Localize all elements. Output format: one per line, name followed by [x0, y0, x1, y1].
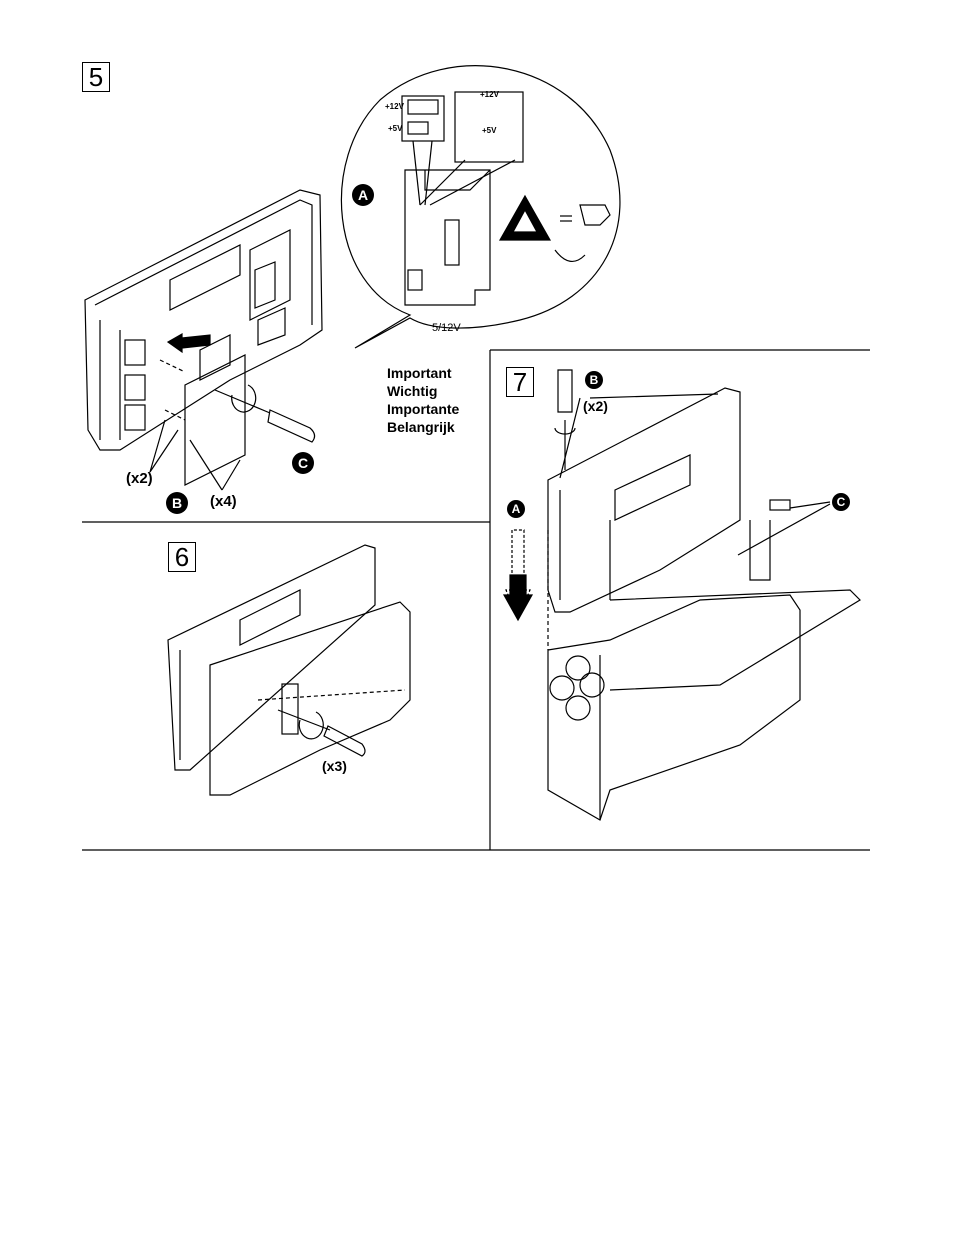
quantity-x3-step6: (x3) — [322, 758, 347, 774]
ribbon-cable-step7 — [749, 499, 791, 581]
important-notice: Important Wichtig Importante Belangrijk — [387, 364, 459, 436]
inset-magnifier — [340, 65, 621, 349]
drive-housing-step5 — [84, 189, 323, 451]
important-nl: Belangrijk — [387, 419, 455, 435]
inset-caption: 5/12V — [432, 322, 461, 334]
callout-b-step7: B — [585, 371, 603, 389]
jumper-detail-label-12v: +12V — [480, 90, 499, 99]
quantity-x2-step7: (x2) — [583, 398, 608, 414]
screwdriver-icon — [277, 709, 366, 757]
esd-warning-icon — [498, 194, 552, 241]
quantity-x4-step5: (x4) — [210, 493, 237, 510]
jumper-label-5v: +5V — [388, 124, 403, 133]
front-cover-step6 — [209, 601, 411, 796]
step-number-6: 6 — [168, 542, 196, 572]
callout-c-step7: C — [832, 493, 850, 511]
control-module-step7 — [547, 387, 741, 613]
drive-housing-step6 — [167, 544, 376, 771]
option-board-step5 — [159, 334, 246, 486]
important-it: Importante — [387, 401, 460, 417]
screwdriver-icon — [554, 369, 576, 470]
callout-a-step5: A — [352, 184, 374, 206]
quantity-x2-step5: (x2) — [126, 470, 153, 487]
jumper-label-12v: +12V — [385, 102, 404, 111]
screwdriver-icon — [214, 384, 316, 443]
important-en: Important — [387, 365, 452, 381]
callout-c-step5: C — [292, 452, 314, 474]
callout-b-step5: B — [166, 492, 188, 514]
wrist-strap-icon — [554, 204, 611, 262]
jumper-detail-label-5v: +5V — [482, 126, 497, 135]
power-chassis-step7 — [547, 530, 861, 821]
important-de: Wichtig — [387, 383, 438, 399]
arrow-icon — [166, 332, 211, 354]
step-number-7: 7 — [506, 367, 534, 397]
step-number-5: 5 — [82, 62, 110, 92]
callout-a-step7: A — [507, 500, 525, 518]
